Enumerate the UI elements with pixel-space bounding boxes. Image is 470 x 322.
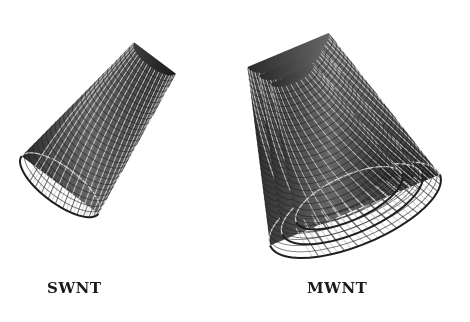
mwnt-label: MWNT — [307, 279, 367, 297]
mwnt-nanotube — [247, 33, 441, 258]
swnt-nanotube — [20, 42, 176, 217]
swnt-label: SWNT — [47, 279, 102, 297]
